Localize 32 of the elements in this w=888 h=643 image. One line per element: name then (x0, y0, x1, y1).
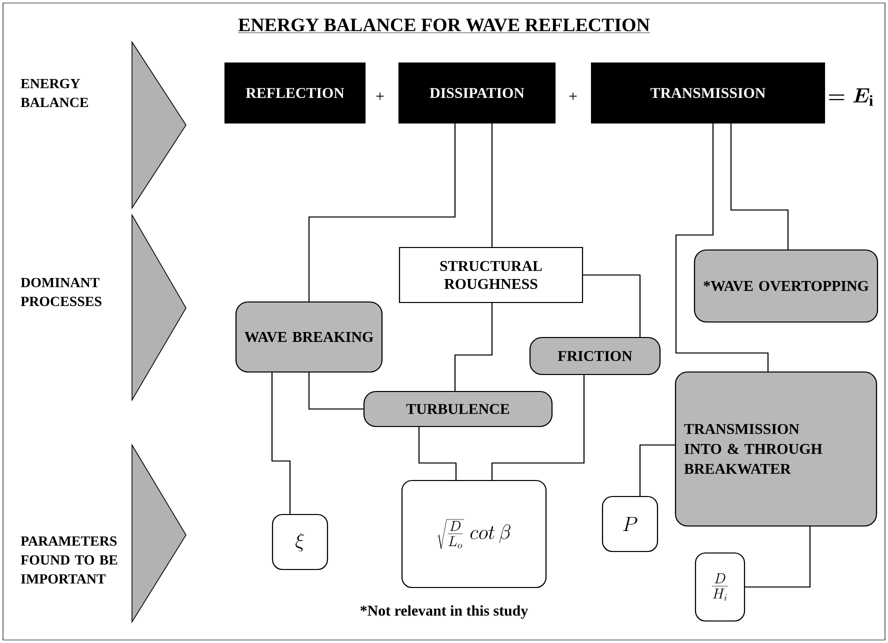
component-box: REFLECTION (224, 62, 366, 124)
component-box: TRANSMISSION (590, 62, 826, 124)
process-box: FRICTION (529, 336, 661, 376)
connector-line (583, 274, 641, 337)
process-box: WAVE BREAKING (235, 301, 383, 373)
row-heading: ENERGY BALANCE (20, 78, 88, 108)
component-box: DISSIPATION (398, 62, 556, 124)
footnote: *Not relevant in this study (360, 605, 528, 619)
process-box: STRUCTURAL ROUGHNESS (398, 246, 584, 304)
plus-sign: + (569, 92, 577, 100)
title: ENERGY BALANCE FOR WAVE REFLECTION (238, 18, 650, 33)
connector-line (308, 372, 364, 410)
connector-line (491, 124, 493, 247)
connector-line (491, 375, 585, 480)
connector-line (271, 372, 291, 514)
connector-line (745, 526, 811, 588)
process-box: TURBULENCE (363, 390, 553, 428)
row-heading: DOMINANT PROCESSES (20, 278, 102, 306)
connector-line (454, 303, 493, 391)
process-box: *WAVE OVERTOPPING (694, 249, 878, 323)
connector-line (418, 427, 457, 480)
connector-line (308, 124, 456, 302)
parameter-box: $\frac{D}{H_i}$ (694, 552, 746, 622)
row-heading: PARAMETERS FOUND TO BE IMPORTANT (20, 536, 118, 584)
connector-line (639, 444, 675, 496)
process-box: TRANSMISSION INTO & THROUGH BREAKWATER (674, 371, 878, 527)
parameter-box: $\xi$ (272, 514, 328, 570)
connector-line (730, 124, 789, 250)
parameter-box: $\sqrt{\frac{D}{L_o}}\;cot\,\beta$ (401, 480, 547, 588)
plus-sign: + (376, 92, 384, 100)
parameter-box: $P$ (602, 496, 658, 552)
connector-line (675, 124, 769, 372)
